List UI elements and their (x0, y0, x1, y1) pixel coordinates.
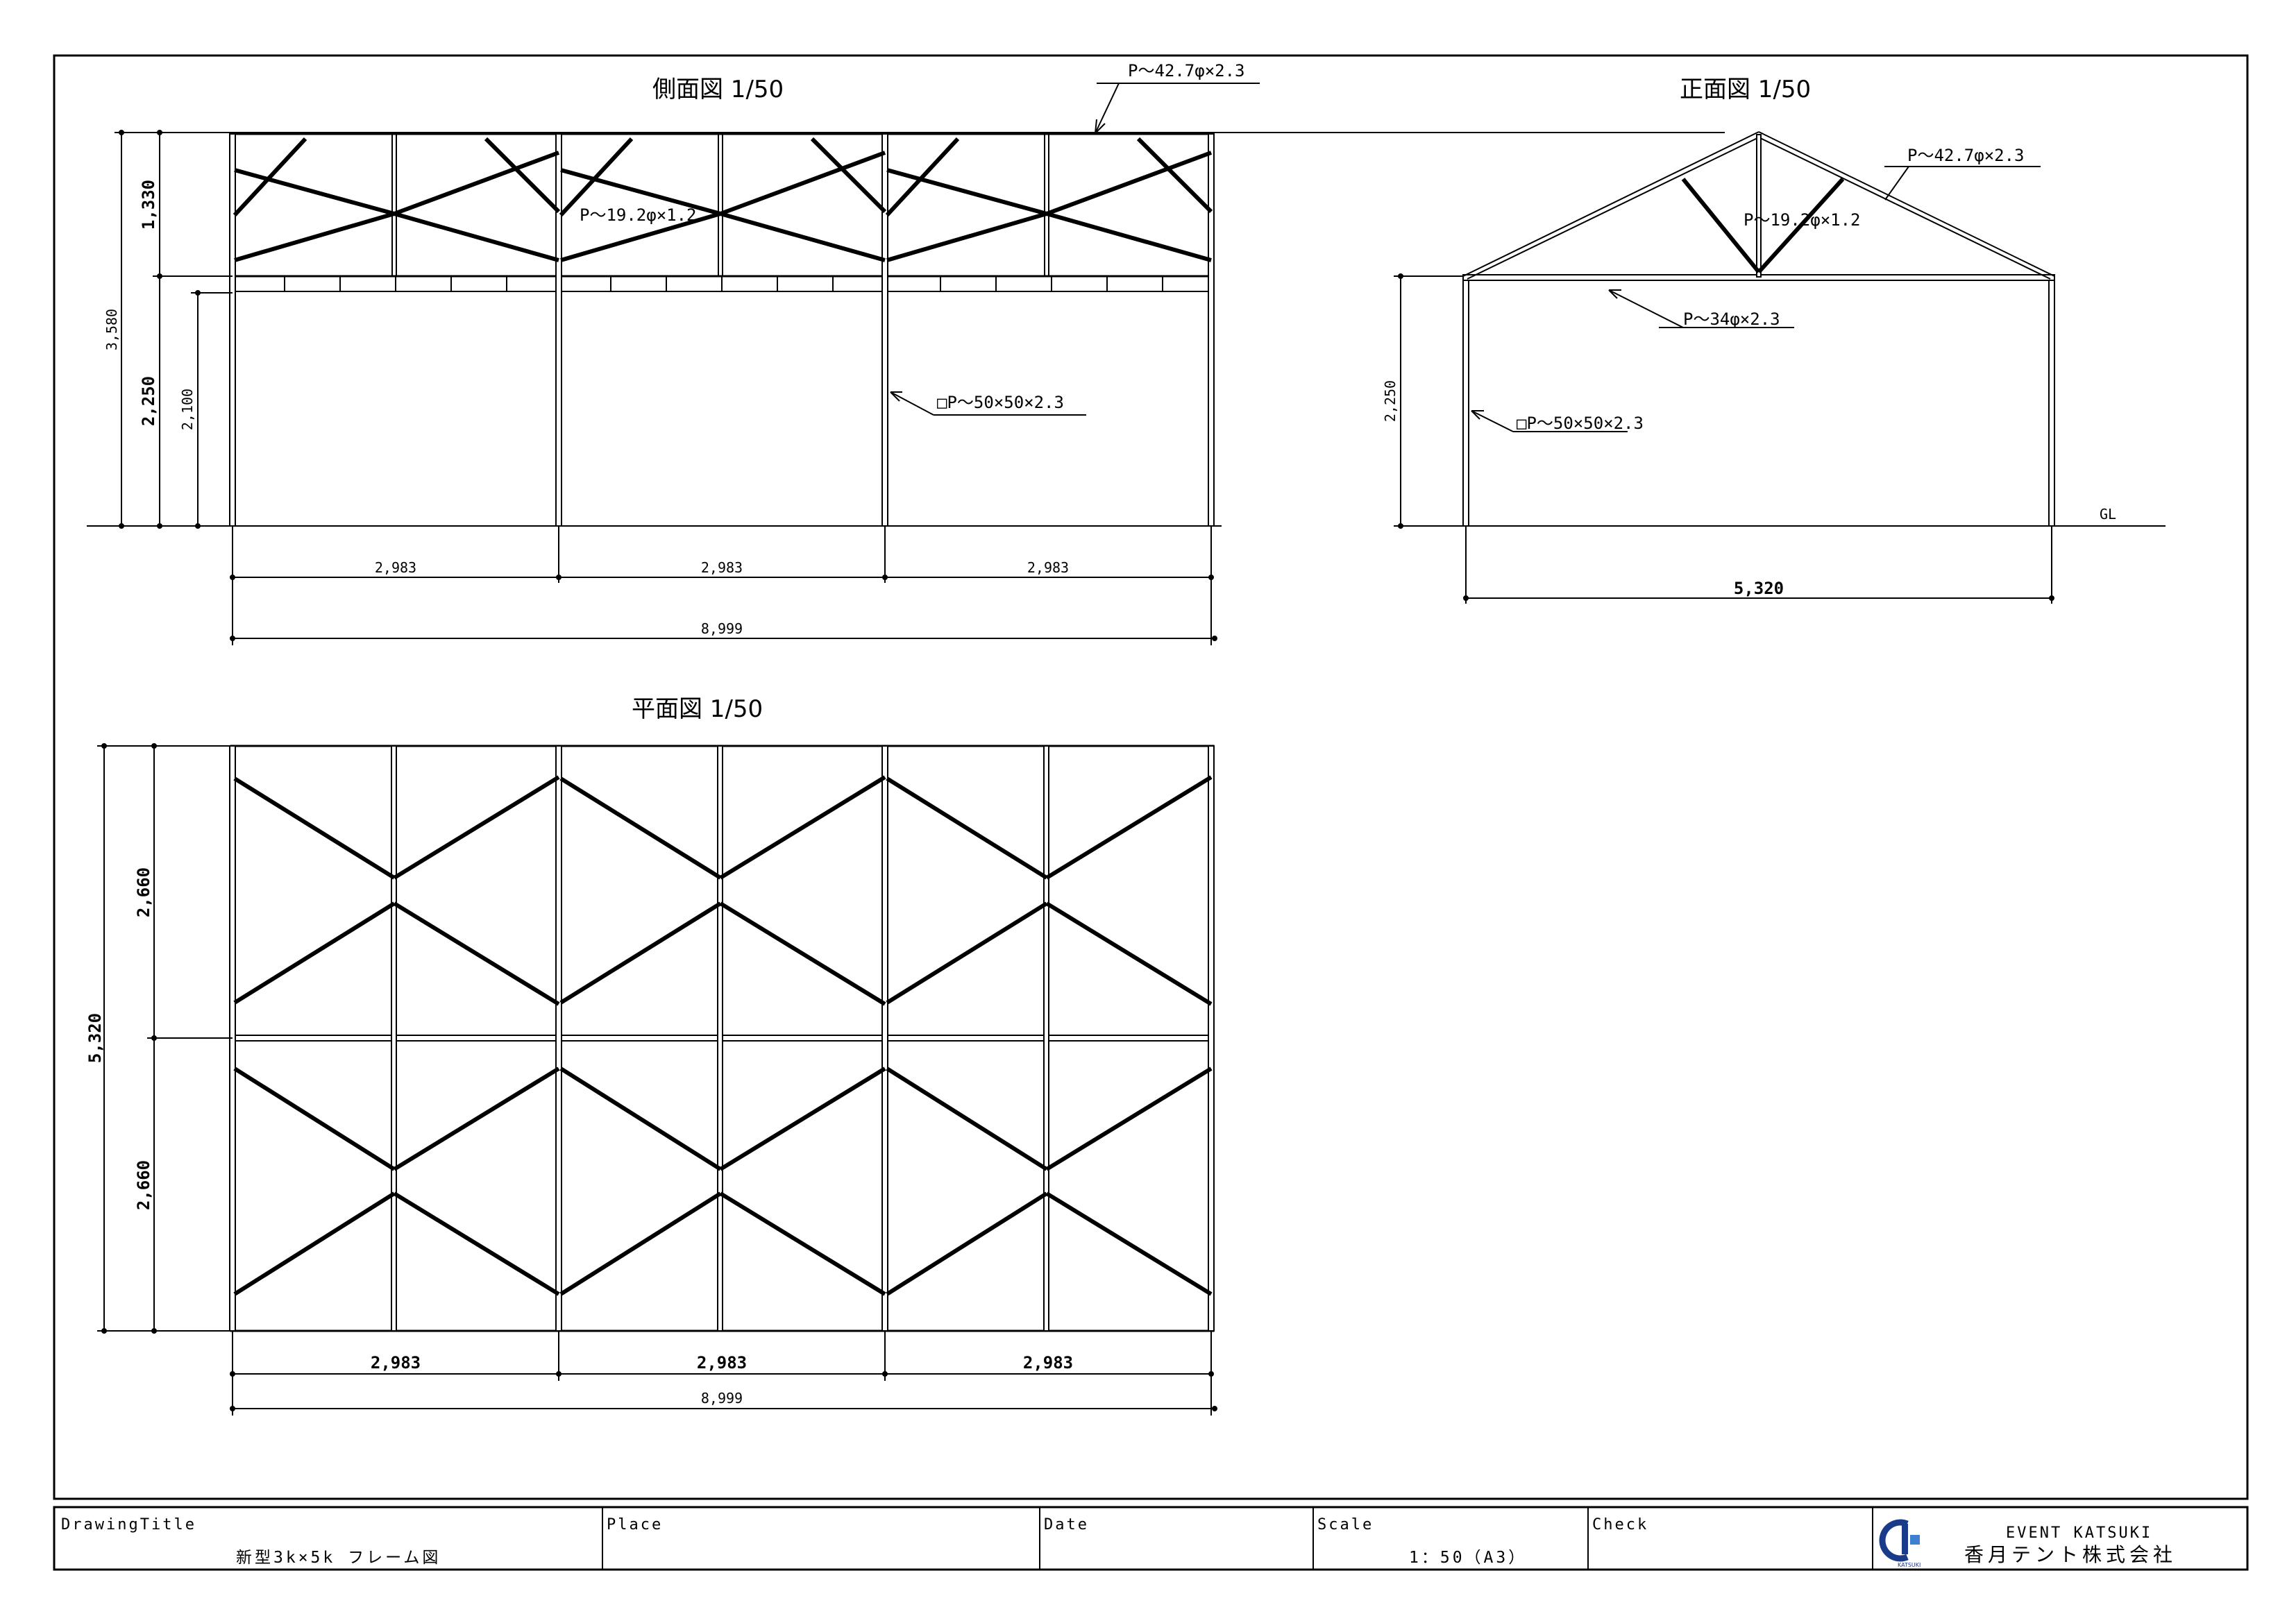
title-block: DrawingTitle 新型3k×5k フレーム図 Place Date Sc… (53, 1506, 2249, 1571)
drawing-title-label: DrawingTitle (61, 1516, 196, 1533)
side-post-1 (229, 133, 236, 527)
sheet-border (53, 54, 2249, 1500)
front-struts (1681, 177, 1845, 274)
side-upper-braces (233, 137, 1213, 262)
plan-vertical-dimensions (97, 743, 233, 1334)
company-name-jp: 香月テント株式会社 (1964, 1543, 2177, 1566)
side-dim-height-lower: 2,250 (139, 376, 158, 426)
front-leaders (1471, 166, 2041, 432)
side-upper-struts (391, 134, 1049, 276)
side-spec-brace: P～19.2φ×1.2 (580, 205, 697, 225)
plan-dim-bay-1: 2,983 (371, 1353, 421, 1373)
katsuki-logo-icon: KATSUKI (1879, 1519, 1921, 1568)
logo-text: KATSUKI (1898, 1562, 1921, 1568)
front-rafters (1462, 131, 2055, 280)
front-spec-beam: P～34φ×2.3 (1683, 309, 1780, 329)
plan-dim-total-width: 8,999 (701, 1390, 743, 1407)
front-spec-rafter: P～42.7φ×2.3 (1907, 146, 2025, 165)
front-ground-label: GL (2100, 506, 2116, 522)
front-view: 正面図 1/50 2,250 5,32 (1382, 76, 2166, 604)
side-dim-bay-2: 2,983 (701, 559, 743, 576)
title-block-frame (53, 1506, 2249, 1571)
side-post-2 (555, 133, 562, 527)
front-spec-post: □P～50×50×2.3 (1517, 414, 1644, 433)
plan-dim-depth-2: 2,660 (134, 1160, 153, 1210)
side-dim-bay-3: 2,983 (1027, 559, 1069, 576)
plan-braces (233, 775, 1213, 1296)
side-dim-bay-1: 2,983 (375, 559, 416, 576)
front-post-left (1462, 275, 1469, 527)
side-post-3 (881, 133, 888, 527)
front-king-post (1756, 134, 1762, 278)
front-dim-height: 2,250 (1382, 380, 1399, 422)
plan-dim-bay-3: 2,983 (1023, 1353, 1073, 1373)
front-view-title: 正面図 1/50 (1680, 76, 1811, 103)
side-leaders (890, 83, 1260, 416)
side-dim-height-door: 2,100 (179, 389, 196, 430)
front-dim-width: 5,320 (1734, 579, 1784, 598)
place-label: Place (607, 1516, 663, 1533)
date-label: Date (1044, 1516, 1089, 1533)
plan-view-title: 平面図 1/50 (632, 695, 763, 723)
plan-dim-bay-2: 2,983 (697, 1353, 747, 1373)
side-post-4 (1208, 133, 1215, 527)
plan-view: 平面図 1/50 (85, 695, 1217, 1416)
side-view: 側面図 1/50 (87, 61, 1725, 645)
front-post-right (2048, 275, 2055, 527)
front-spec-brace: P～19.2φ×1.2 (1744, 210, 1861, 230)
front-dimensions (1394, 273, 2054, 604)
plan-dim-total-depth: 5,320 (85, 1013, 105, 1063)
company-name-en: EVENT KATSUKI (2006, 1524, 2152, 1542)
side-dim-height-total: 3,580 (103, 309, 120, 350)
side-eave-ticks (284, 276, 1163, 291)
scale-label: Scale (1317, 1516, 1374, 1533)
side-view-title: 側面図 1/50 (652, 76, 784, 103)
scale-value: 1：50（A3） (1409, 1549, 1527, 1567)
side-dim-total-width: 8,999 (701, 620, 743, 637)
plan-horizontal-dimensions (230, 1331, 1217, 1416)
side-vertical-dimensions (115, 130, 233, 529)
check-label: Check (1592, 1516, 1648, 1533)
plan-dim-depth-1: 2,660 (134, 867, 153, 917)
side-dim-height-upper: 1,330 (139, 180, 158, 230)
side-spec-ridge: P～42.7φ×2.3 (1128, 61, 1245, 80)
side-horizontal-dimensions (230, 526, 1217, 645)
side-spec-post: □P～50×50×2.3 (937, 393, 1064, 412)
title-block-dividers (602, 1507, 1873, 1570)
drawing-title-value: 新型3k×5k フレーム図 (236, 1549, 441, 1567)
